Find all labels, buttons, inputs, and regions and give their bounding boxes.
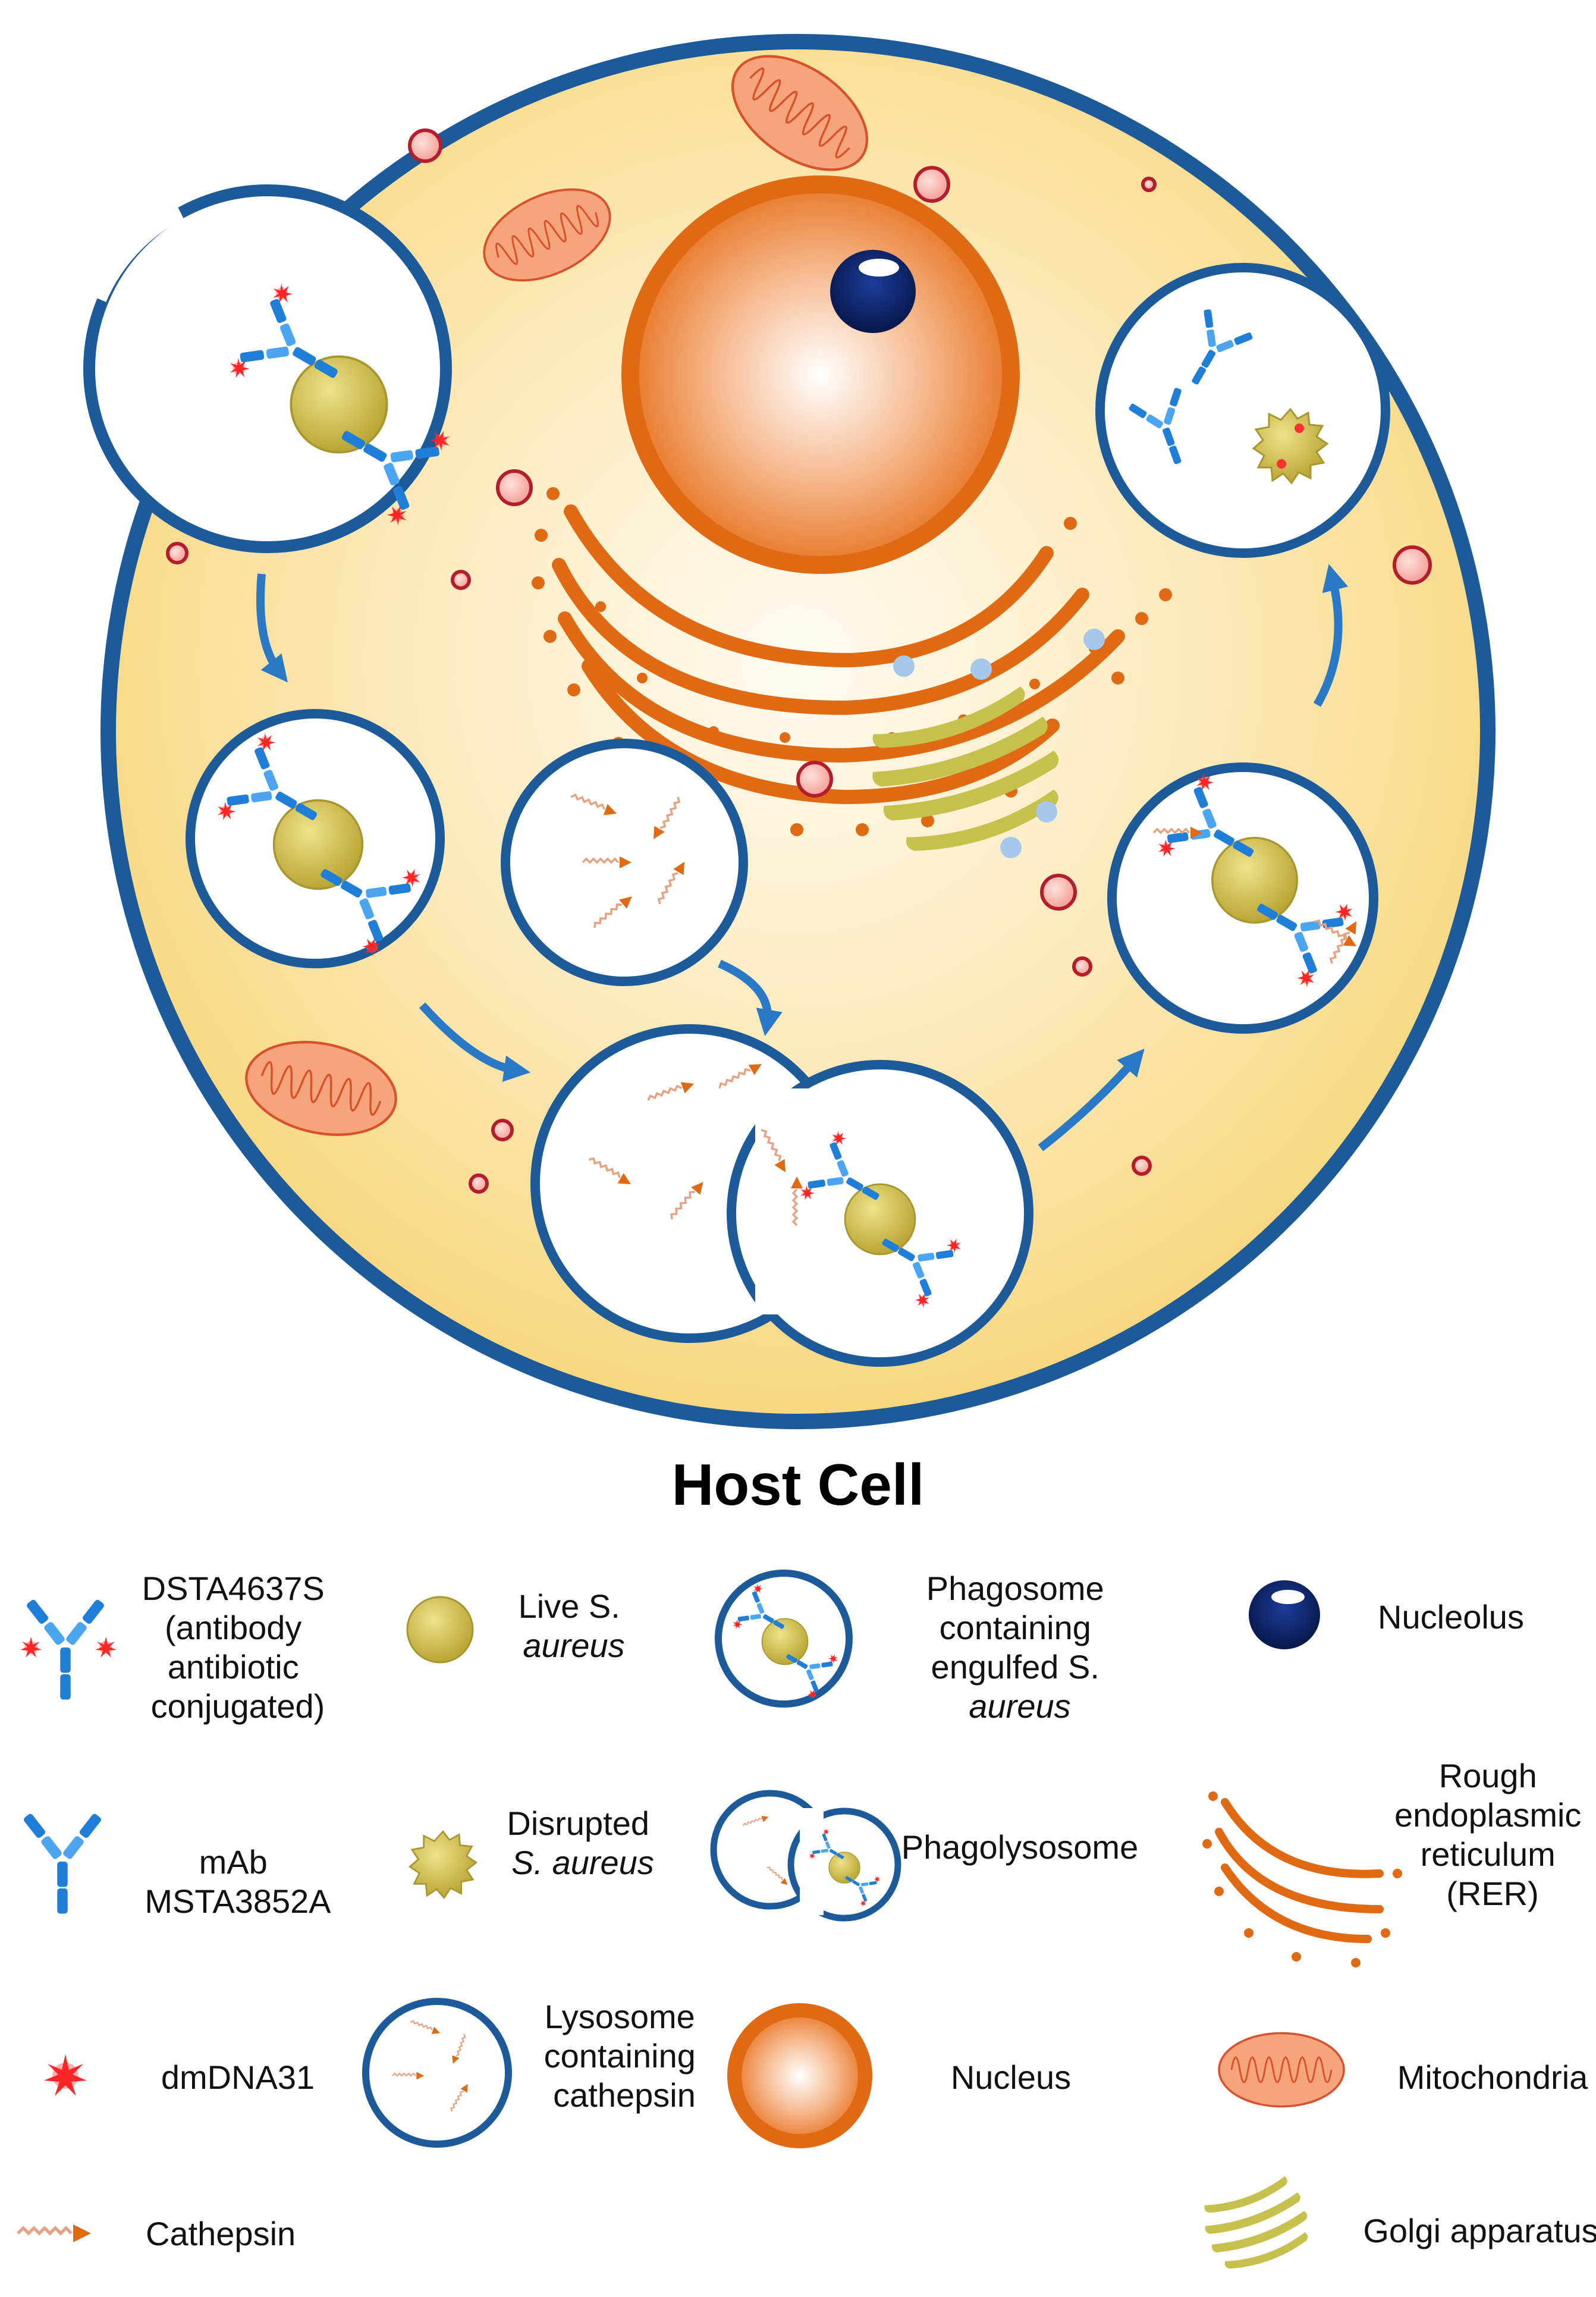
phagosome-icon xyxy=(715,1570,853,1708)
phagolysosome xyxy=(530,1024,1033,1367)
nucleolus xyxy=(830,250,916,333)
nucleus-icon xyxy=(727,2003,872,2148)
cathepsin-icon xyxy=(18,2224,91,2242)
svg-text:Nucleolus: Nucleolus xyxy=(1378,1598,1524,1636)
legend-item-rer: Rough endoplasmic reticulum (RER) xyxy=(1202,1757,1591,1967)
legend-item-phagolysosome: Phagolysosome xyxy=(710,1790,1138,1922)
endocytosis-site xyxy=(83,184,454,553)
disrupted-s-aureus-icon xyxy=(409,1830,477,1899)
mab-antibody-icon xyxy=(23,1812,102,1914)
mitochondria-icon xyxy=(1218,2032,1345,2108)
legend-item-phagosome: Phagosome containing engulfed S. aureus xyxy=(715,1570,1113,1725)
arrow-phagosome-to-phagolysosome xyxy=(419,1002,531,1082)
arrow-lysosome-to-phagolysosome xyxy=(718,959,783,1037)
diagram-title: Host Cell xyxy=(672,1452,925,1517)
legend-item-nucleus: Nucleus xyxy=(727,2003,1071,2148)
arrow-late-to-release xyxy=(1313,564,1349,707)
legend-item-lysosome: Lysosome containing cathepsin xyxy=(362,1998,705,2148)
golgi-apparatus xyxy=(859,629,1105,867)
svg-text:Rough endoplasmic: Rough endoplasmic reticulum (RER) xyxy=(1394,1757,1591,1912)
lysosome xyxy=(501,739,748,986)
legend-item-dmdna31: dmDNA31 xyxy=(44,2054,315,2096)
svg-text:Disrupted S. aureus: Disrupted S. aureus xyxy=(507,1805,658,1881)
legend-item-mitochondria: Mitochondria xyxy=(1218,2032,1588,2108)
legend-item-mab: mAb MSTA3852A xyxy=(23,1812,331,1920)
live-s-aureus-icon xyxy=(406,1596,474,1664)
legend-item-live-s-aureus: Live S. aureus xyxy=(406,1587,630,1664)
flow-arrows xyxy=(256,564,1349,1151)
released-antibody-vesicle xyxy=(1095,263,1390,558)
legend-item-cathepsin: Cathepsin xyxy=(18,2215,296,2252)
nucleus xyxy=(621,175,1020,574)
svg-text:dmDNA31: dmDNA31 xyxy=(161,2058,315,2096)
nucleolus-icon xyxy=(1249,1580,1320,1649)
svg-text:mAb MSTA3852A: mAb MSTA3852A xyxy=(144,1843,331,1920)
svg-text:Lysosome containing: Lysosome containing cathepsin xyxy=(544,1998,705,2114)
svg-text:Golgi apparatus: Golgi apparatus xyxy=(1363,2212,1596,2249)
svg-text:DSTA4637S (antibody: DSTA4637S (antibody antibiotic conjugate… xyxy=(142,1570,334,1725)
legend-item-golgi: Golgi apparatus xyxy=(1197,2173,1596,2278)
phagolysosome-late xyxy=(1107,762,1378,1034)
svg-text:Phagolysosome: Phagolysosome xyxy=(901,1828,1138,1866)
dsta4637s-antibody-icon xyxy=(20,1598,117,1700)
legend: DSTA4637S (antibody antibiotic conjugate… xyxy=(18,1570,1596,2278)
svg-text:Mitochondria: Mitochondria xyxy=(1397,2058,1588,2096)
golgi-icon xyxy=(1197,2173,1318,2278)
phagosome xyxy=(186,709,445,968)
svg-text:Nucleus: Nucleus xyxy=(951,2058,1071,2096)
svg-text:Phagosome containing: Phagosome containing engulfed S. aureus xyxy=(926,1570,1113,1725)
svg-text:Cathepsin: Cathepsin xyxy=(146,2215,296,2252)
arrow-phagolysosome-to-late xyxy=(1038,1049,1145,1151)
phagolysosome-icon xyxy=(710,1790,901,1922)
legend-item-disrupted-s-aureus: Disrupted S. aureus xyxy=(409,1805,658,1899)
legend-item-nucleolus: Nucleolus xyxy=(1249,1580,1524,1649)
arrow-endocytosis-to-phagosome xyxy=(256,573,288,683)
vesicles xyxy=(166,128,1432,1194)
lysosome-icon xyxy=(362,1998,512,2148)
rer-icon xyxy=(1202,1791,1402,1967)
dmdna31-icon xyxy=(44,2054,87,2096)
legend-item-dsta4637s: DSTA4637S (antibody antibiotic conjugate… xyxy=(20,1570,334,1725)
svg-text:Live S. aureus: Live S. aureus xyxy=(519,1587,630,1664)
